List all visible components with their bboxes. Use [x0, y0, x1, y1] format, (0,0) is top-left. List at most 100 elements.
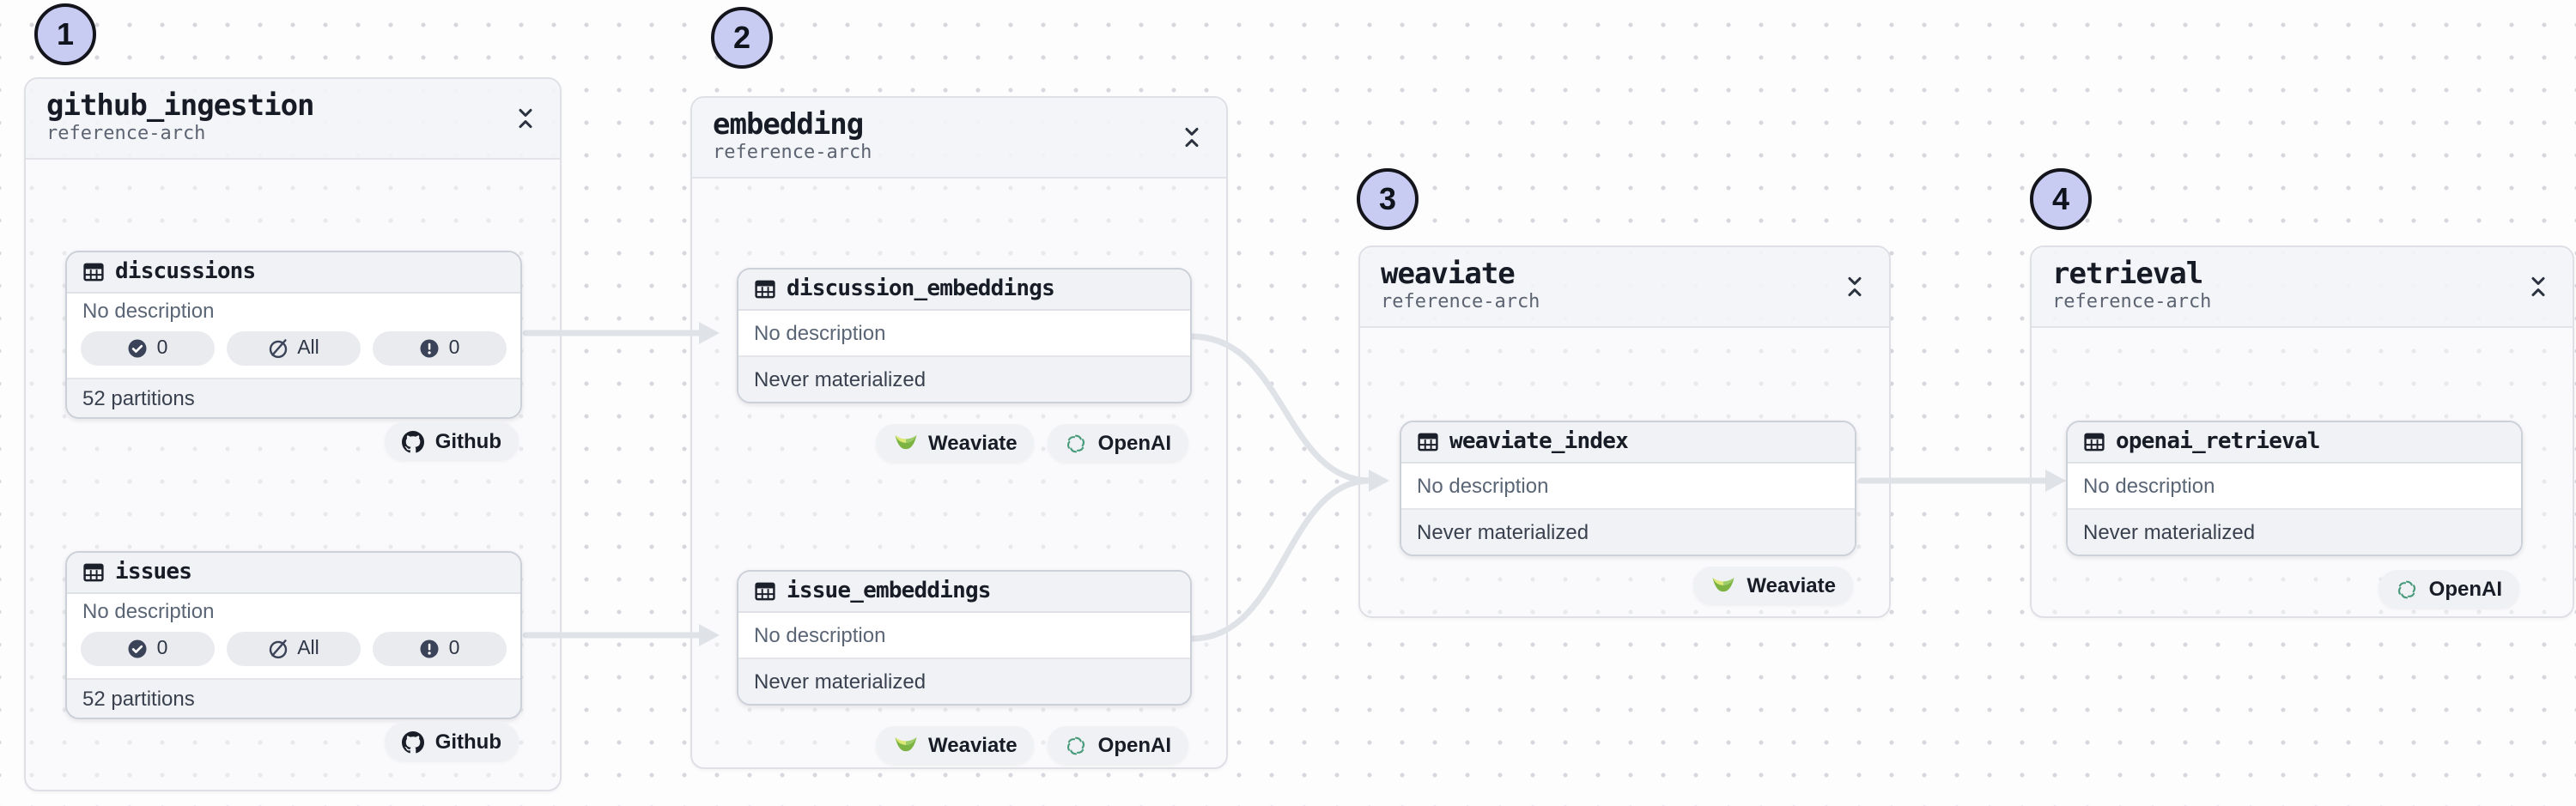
stat-value: 0 [448, 639, 460, 659]
asset-node-weaviate-index[interactable]: weaviate_index No description Never mate… [1400, 421, 1856, 556]
kind-tag-label: Weaviate [928, 431, 1018, 455]
kind-tag-openai[interactable]: OpenAI [1048, 424, 1188, 462]
weaviate-icon [892, 432, 918, 454]
table-icon [2083, 431, 2105, 453]
group-subtitle: reference-arch [713, 141, 872, 164]
step-marker-4: 4 [2030, 168, 2092, 230]
kind-tag-weaviate[interactable]: Weaviate [875, 424, 1035, 462]
asset-name: discussion_embeddings [787, 276, 1055, 302]
step-marker-3: 3 [1357, 168, 1419, 230]
step-marker-number: 3 [1378, 181, 1396, 215]
openai-icon [2397, 578, 2419, 600]
collapse-chevrons-icon [515, 108, 536, 129]
failed-partitions-pill[interactable]: 0 [373, 632, 507, 666]
stat-value: All [297, 338, 319, 359]
stat-value: 0 [448, 338, 460, 359]
asset-materialization-footer: Never materialized [738, 658, 1190, 704]
asset-node-discussion-embeddings[interactable]: discussion_embeddings No description Nev… [737, 268, 1192, 403]
collapse-group-button[interactable] [2524, 270, 2552, 304]
missing-partitions-pill[interactable]: All [227, 632, 361, 666]
materialized-partitions-pill[interactable]: 0 [81, 632, 215, 666]
kind-tag-github[interactable]: Github [385, 723, 519, 761]
group-header: weaviate reference-arch [1360, 247, 1889, 328]
collapse-chevrons-icon [1844, 276, 1865, 297]
step-marker-number: 2 [732, 20, 750, 54]
asset-description: No description [67, 294, 520, 324]
asset-description: No description [2068, 464, 2521, 508]
kind-tag-label: Weaviate [928, 733, 1018, 757]
materialized-partitions-pill[interactable]: 0 [81, 331, 215, 366]
kind-tags-row: Github [65, 723, 519, 761]
asset-name: weaviate_index [1449, 429, 1629, 455]
kind-tag-weaviate[interactable]: Weaviate [875, 726, 1035, 764]
kind-tag-label: Github [434, 730, 501, 754]
alert-circle-icon [420, 639, 440, 659]
table-icon [754, 580, 776, 603]
step-marker-1: 1 [34, 3, 96, 65]
check-circle-icon [128, 639, 149, 659]
stat-value: 0 [156, 639, 168, 659]
asset-node-discussions[interactable]: discussions No description 0 All 0 52 pa… [65, 251, 522, 419]
group-subtitle: reference-arch [1381, 290, 1540, 313]
kind-tag-label: OpenAI [1097, 431, 1171, 455]
collapse-chevrons-icon [2528, 276, 2549, 297]
stat-value: 0 [156, 338, 168, 359]
asset-name: issues [115, 560, 192, 585]
asset-node-header: weaviate_index [1401, 422, 1855, 464]
kind-tag-github[interactable]: Github [385, 422, 519, 460]
table-icon [82, 261, 105, 283]
kind-tag-openai[interactable]: OpenAI [2379, 570, 2519, 608]
kind-tags-row: Weaviate [1400, 567, 1853, 604]
collapse-group-button[interactable] [1841, 270, 1868, 304]
asset-partitions-footer: 52 partitions [67, 378, 520, 417]
openai-icon [1066, 432, 1088, 454]
group-header: embedding reference-arch [692, 98, 1226, 179]
asset-node-issue-embeddings[interactable]: issue_embeddings No description Never ma… [737, 570, 1192, 706]
asset-partitions-footer: 52 partitions [67, 678, 520, 718]
asset-materialization-footer: Never materialized [738, 355, 1190, 402]
kind-tag-weaviate[interactable]: Weaviate [1693, 567, 1853, 604]
group-header: retrieval reference-arch [2032, 247, 2573, 328]
group-title: embedding [713, 107, 864, 142]
kind-tag-label: Github [434, 429, 501, 453]
kind-tags-row: Weaviate OpenAI [737, 424, 1188, 462]
group-title: weaviate [1381, 257, 1516, 292]
asset-materialization-footer: Never materialized [1401, 508, 1855, 555]
weaviate-icon [892, 734, 918, 756]
alert-circle-icon [420, 338, 440, 359]
weaviate-icon [1710, 574, 1736, 597]
group-subtitle: reference-arch [2052, 290, 2212, 313]
partition-stats-row: 0 All 0 [67, 324, 520, 378]
asset-description: No description [738, 613, 1190, 658]
asset-node-header: openai_retrieval [2068, 422, 2521, 464]
asset-name: openai_retrieval [2116, 429, 2320, 455]
step-marker-2: 2 [711, 7, 773, 69]
failed-partitions-pill[interactable]: 0 [373, 331, 507, 366]
asset-materialization-footer: Never materialized [2068, 508, 2521, 555]
asset-node-header: discussions [67, 252, 520, 294]
kind-tags-row: Github [65, 422, 519, 460]
group-header: github_ingestion reference-arch [26, 79, 560, 160]
github-icon [403, 430, 425, 452]
asset-node-header: issues [67, 553, 520, 594]
missing-partitions-pill[interactable]: All [227, 331, 361, 366]
asset-node-header: discussion_embeddings [738, 270, 1190, 311]
step-marker-number: 4 [2051, 181, 2069, 215]
asset-node-openai-retrieval[interactable]: openai_retrieval No description Never ma… [2066, 421, 2523, 556]
table-icon [754, 278, 776, 300]
collapse-group-button[interactable] [512, 101, 539, 136]
step-marker-number: 1 [56, 16, 74, 51]
asset-name: discussions [115, 259, 256, 285]
asset-name: issue_embeddings [787, 579, 991, 604]
asset-description: No description [738, 311, 1190, 355]
asset-node-issues[interactable]: issues No description 0 All 0 52 partiti… [65, 551, 522, 719]
group-title: github_ingestion [46, 88, 315, 124]
kind-tag-label: OpenAI [1097, 733, 1171, 757]
check-circle-icon [128, 338, 149, 359]
group-subtitle: reference-arch [46, 122, 206, 145]
kind-tag-openai[interactable]: OpenAI [1048, 726, 1188, 764]
collapse-group-button[interactable] [1178, 120, 1206, 155]
openai-icon [1066, 734, 1088, 756]
